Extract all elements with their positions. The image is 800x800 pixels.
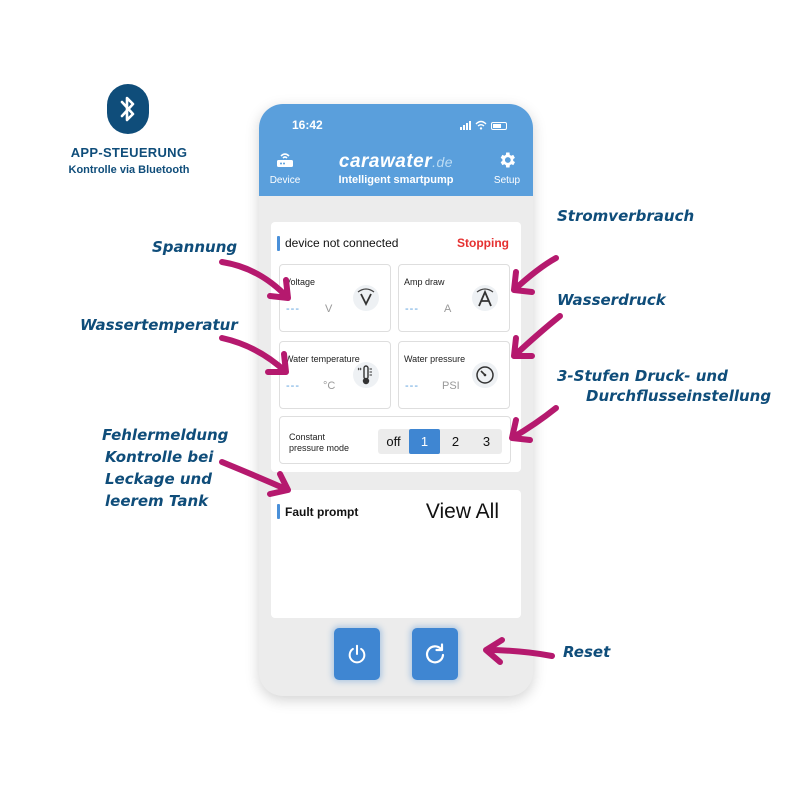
annotation-spannung: Spannung	[152, 238, 238, 256]
fault-prompt-label: Fault prompt	[285, 505, 359, 519]
voltage-value: ---	[286, 303, 300, 315]
router-icon	[277, 153, 293, 167]
annotation-wasserdruck: Wasserdruck	[557, 291, 666, 309]
amp-tile: Amp draw --- A	[398, 264, 510, 332]
gauge-icon	[472, 362, 498, 388]
water-pressure-tile: Water pressure --- PSI	[398, 341, 510, 409]
brand-name: carawater	[338, 151, 433, 172]
amp-value: ---	[405, 303, 419, 315]
annotation-stufen-line1: 3-Stufen Druck- und	[557, 367, 728, 385]
pressure-mode-segmented-control: off 1 2 3	[378, 429, 502, 454]
reset-icon	[425, 643, 445, 664]
voltage-unit: V	[325, 303, 333, 315]
bluetooth-badge	[107, 84, 149, 134]
phone-frame: 16:42 Device carawater.de Intellig	[259, 104, 533, 696]
mode-option-3[interactable]: 3	[482, 434, 491, 449]
setup-button[interactable]: Setup	[485, 150, 529, 186]
amp-unit: A	[444, 303, 452, 315]
fault-accent-bar	[277, 504, 280, 519]
water-temperature-label: Water temperature	[285, 354, 360, 364]
pressure-mode-label-line1: Constant	[289, 432, 326, 442]
annotation-fehler-line4: leerem Tank	[105, 492, 209, 510]
amp-label: Amp draw	[404, 277, 445, 287]
connection-status: device not connected	[285, 236, 399, 250]
reset-button[interactable]	[412, 628, 458, 680]
brand-subtitle: Intelligent smartpump	[338, 174, 454, 186]
view-all-link[interactable]: View All	[425, 500, 499, 523]
battery-icon	[491, 122, 507, 130]
water-pressure-unit: PSI	[442, 380, 460, 392]
annotation-fehler-line2: Kontrolle bei	[105, 448, 214, 466]
status-card: device not connected Stopping Voltage --…	[271, 222, 521, 472]
accent-bar	[277, 236, 280, 251]
water-temperature-unit: °C	[323, 380, 336, 392]
mode-option-2[interactable]: 2	[451, 434, 460, 449]
annotation-stromverbrauch: Stromverbrauch	[557, 207, 695, 225]
annotation-stufen-line2: Durchflusseinstellung	[586, 387, 772, 405]
pressure-mode-label: Constant pressure mode	[289, 432, 349, 454]
device-label: Device	[269, 175, 301, 186]
water-pressure-value: ---	[405, 380, 419, 392]
gear-icon	[500, 152, 515, 168]
promo-title: APP-STEUERUNG	[70, 145, 188, 160]
pressure-mode-label-line2: pressure mode	[289, 443, 350, 453]
status-time: 16:42	[292, 118, 323, 132]
pressure-mode-selector: Constant pressure mode off 1 2 3	[279, 416, 511, 464]
ampere-icon	[472, 285, 498, 311]
mode-option-off[interactable]: off	[386, 434, 401, 449]
voltage-tile: Voltage --- V	[279, 264, 391, 332]
status-icons	[460, 120, 507, 130]
water-temperature-value: ---	[286, 380, 300, 392]
signal-icon	[460, 121, 471, 130]
water-temperature-tile: Water temperature --- °C	[279, 341, 391, 409]
annotation-fehler-line1: Fehlermeldung	[102, 426, 229, 444]
annotation-fehler-line3: Leckage und	[105, 470, 212, 488]
brand-suffix: .de	[432, 154, 454, 170]
wifi-icon	[475, 120, 487, 130]
mode-option-1[interactable]: 1	[409, 429, 440, 454]
power-icon	[348, 644, 366, 664]
brand-logo: carawater.de Intelligent smartpump	[321, 151, 471, 187]
run-state-badge: Stopping	[457, 236, 509, 250]
power-button[interactable]	[334, 628, 380, 680]
fault-card: Fault prompt View All	[271, 490, 521, 618]
device-button[interactable]: Device	[263, 150, 307, 186]
setup-label: Setup	[493, 175, 521, 186]
bluetooth-icon	[120, 96, 135, 122]
voltage-icon	[353, 285, 379, 311]
voltage-label: Voltage	[285, 277, 316, 287]
annotation-wassertemperatur: Wassertemperatur	[80, 316, 238, 334]
promo-subtitle: Kontrolle via Bluetooth	[68, 164, 190, 176]
water-pressure-label: Water pressure	[404, 354, 466, 364]
app-header: 16:42 Device carawater.de Intellig	[259, 104, 533, 196]
thermometer-icon	[353, 362, 379, 388]
annotation-reset: Reset	[563, 643, 611, 661]
